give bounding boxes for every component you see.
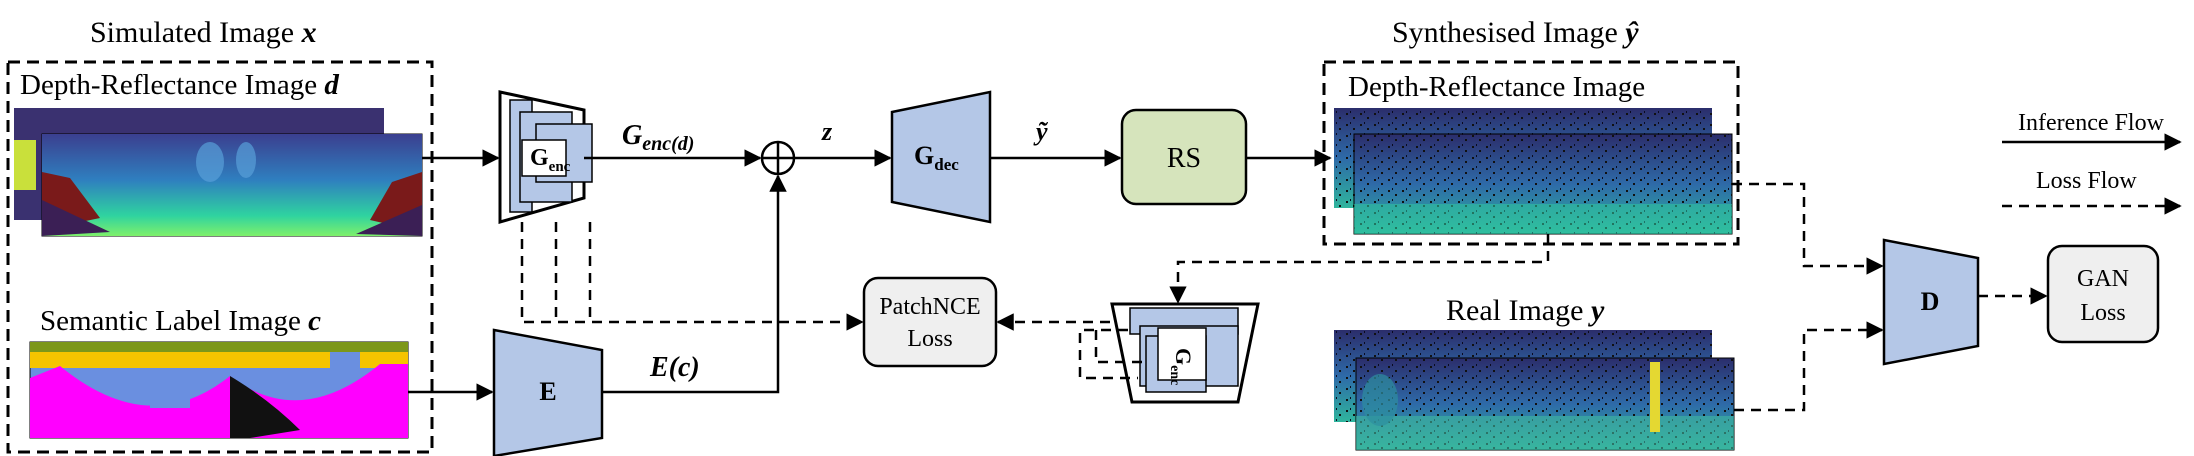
z-label: z <box>821 117 833 146</box>
patchnce-label-line2: Loss <box>907 326 952 352</box>
rs-block: RS <box>1120 108 1248 206</box>
generator-encoder-copy-block: Genc <box>1110 302 1260 404</box>
patchnce-label-line1: PatchNCE <box>879 294 980 320</box>
encoder-e-block: E <box>492 328 604 456</box>
gan-label-line1: GAN <box>2077 266 2129 292</box>
simulated-image-group <box>6 60 434 454</box>
d-label: D <box>1921 287 1940 316</box>
y-tilde-label: ỹ <box>1033 117 1049 146</box>
genc-output-label: Genc(d) <box>622 120 694 155</box>
gan-label-line2: Loss <box>2080 300 2125 326</box>
synthesised-image-group <box>1322 60 1740 246</box>
discriminator-d-block: D <box>1882 238 1980 366</box>
depth-reflectance-label: Depth-Reflectance Image d <box>20 69 339 101</box>
real-image-stack <box>1334 330 1735 451</box>
generator-encoder-block: Genc <box>498 90 593 224</box>
rs-label: RS <box>1167 143 1201 174</box>
legend-loss-label: Loss Flow <box>2036 168 2137 194</box>
gdec-label: Gdec <box>914 141 959 174</box>
legend: Inference Flow Loss Flow <box>2002 110 2182 215</box>
synth-depth-label: Depth-Reflectance Image <box>1348 71 1645 103</box>
inference-arrows <box>408 149 1332 401</box>
real-image-title: Real Image y <box>1446 294 1605 327</box>
synthesised-image-stack <box>1334 108 1733 235</box>
e-output-label: E(c) <box>649 352 700 383</box>
concat-plus-node <box>760 140 796 176</box>
semantic-label-image <box>29 341 409 439</box>
synthesised-title: Synthesised Image ŷ <box>1392 16 1639 49</box>
simulated-title: Simulated Image x <box>90 16 317 49</box>
genc-copy-label: Genc <box>1167 348 1196 385</box>
legend-inference-label: Inference Flow <box>2018 110 2165 136</box>
generator-decoder-block: Gdec <box>890 90 992 224</box>
loss-arrows <box>520 182 2048 412</box>
patchnce-loss-block: PatchNCE Loss <box>862 276 998 368</box>
depth-reflectance-image-stack <box>14 108 423 237</box>
semantic-label-title: Semantic Label Image c <box>40 305 321 337</box>
gan-loss-block: GAN Loss <box>2046 244 2160 344</box>
e-label: E <box>539 377 556 406</box>
genc-label: Genc <box>530 145 571 175</box>
